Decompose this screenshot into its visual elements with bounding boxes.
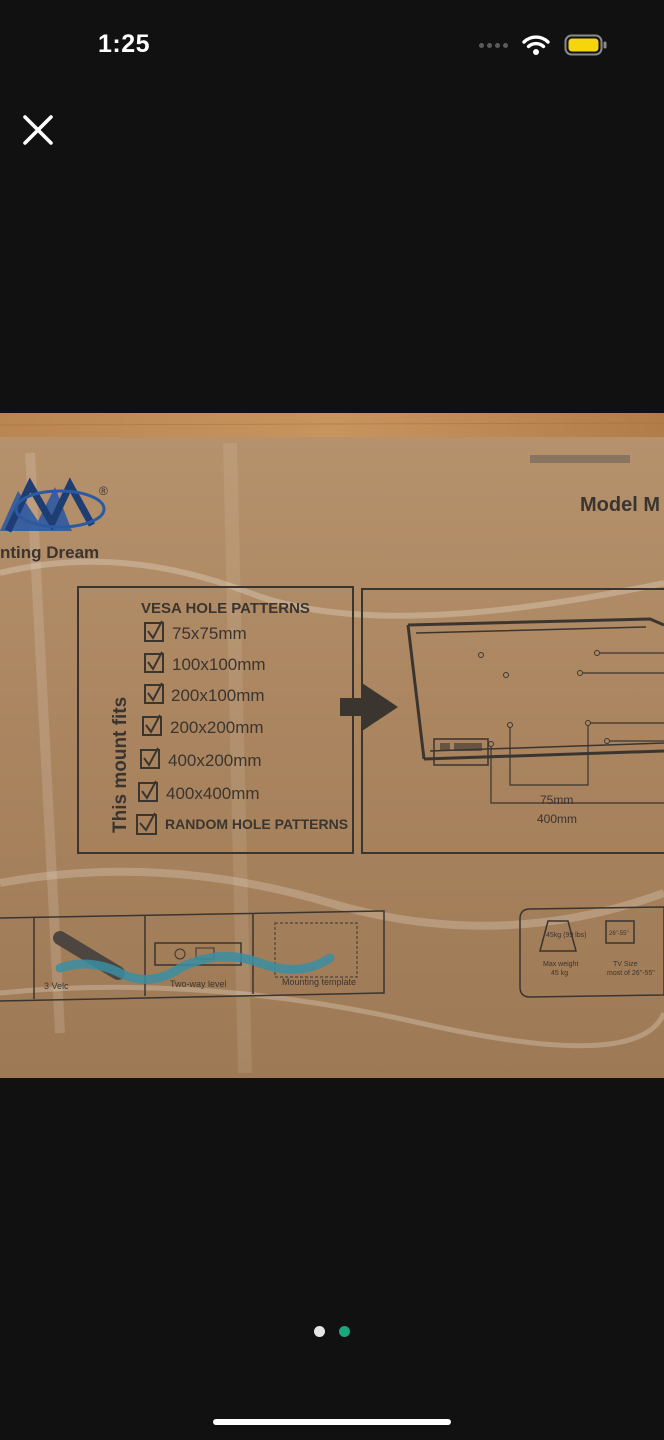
max-weight-value: 45 kg — [551, 970, 568, 977]
page-dot-inactive[interactable] — [314, 1326, 325, 1337]
vesa-item: RANDOM HOLE PATTERNS — [136, 812, 348, 835]
vesa-item: 200x100mm — [144, 682, 265, 705]
status-icons — [479, 34, 608, 56]
accessory-label: Two-way level — [170, 979, 227, 989]
vesa-item-label: 75x75mm — [172, 624, 247, 643]
registered-mark: ® — [99, 484, 108, 498]
page-dot-active[interactable] — [339, 1326, 350, 1337]
vesa-item: 400x200mm — [140, 747, 262, 770]
home-indicator[interactable] — [213, 1419, 451, 1425]
photo-image: ® nting Dream Model M This mount fits VE… — [0, 413, 664, 1078]
battery-icon — [564, 34, 607, 56]
vesa-item-label: 200x200mm — [170, 718, 264, 737]
max-weight-label: Max weight — [543, 961, 578, 968]
vesa-item-label: 100x100mm — [172, 655, 266, 674]
page-indicator — [0, 1326, 664, 1337]
weight-badge: 45kg (99 lbs) — [546, 932, 586, 939]
vesa-item-label: 400x200mm — [168, 751, 262, 770]
vesa-item-label: RANDOM HOLE PATTERNS — [165, 816, 348, 832]
status-bar: 1:25 — [0, 0, 664, 90]
brand-logo: ® — [0, 477, 108, 533]
vesa-item: 400x400mm — [138, 780, 260, 803]
vesa-item: 200x200mm — [142, 714, 264, 737]
tv-size-label: TV Size — [613, 961, 638, 968]
vesa-item: 75x75mm — [144, 620, 247, 643]
wifi-icon — [522, 35, 550, 55]
vesa-item: 100x100mm — [144, 651, 266, 674]
arrow-right-icon — [340, 683, 398, 731]
fits-label: This mount fits — [110, 697, 131, 833]
close-button[interactable] — [20, 112, 56, 148]
brand-name: nting Dream — [0, 543, 99, 562]
vesa-item-label: 200x100mm — [171, 686, 265, 705]
accessory-label: 3 Velc — [44, 981, 69, 991]
clock-time: 1:25 — [98, 30, 151, 58]
vesa-item-label: 400x400mm — [166, 784, 260, 803]
tv-size-badge: 26"-55" — [609, 931, 629, 937]
model-label: Model M — [580, 494, 660, 516]
close-icon — [23, 115, 53, 145]
tv-size-value: most of 26"-55" — [607, 970, 655, 977]
dimension-small: 75mm — [540, 793, 573, 807]
cellular-signal-icon — [479, 42, 508, 48]
dimension-large: 400mm — [537, 812, 577, 826]
accessory-label: Mounting template — [282, 977, 356, 987]
vesa-title: VESA HOLE PATTERNS — [141, 600, 310, 617]
